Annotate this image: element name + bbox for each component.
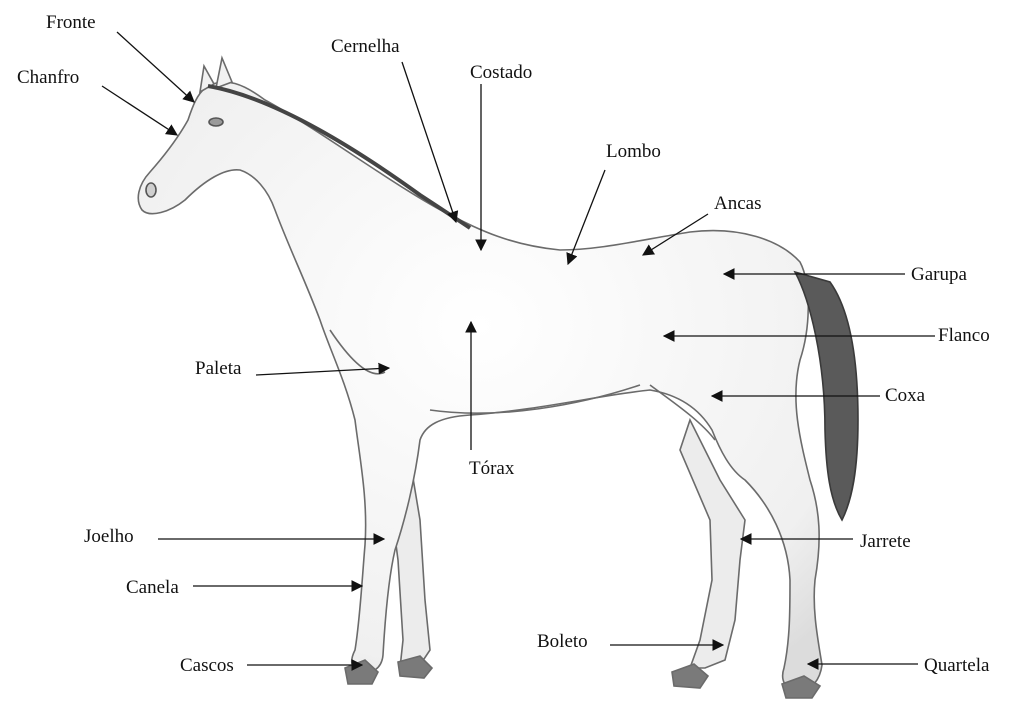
label-fronte: Fronte [46,12,96,34]
label-torax: Tórax [469,458,514,480]
nostril [146,183,156,197]
label-jarrete: Jarrete [860,531,911,553]
label-ancas: Ancas [714,193,761,215]
arrow-chanfro [102,86,177,135]
label-joelho: Joelho [84,526,134,548]
label-cernelha: Cernelha [331,36,400,58]
label-cascos: Cascos [180,655,234,677]
label-boleto: Boleto [537,631,588,653]
label-flanco: Flanco [938,325,990,347]
label-coxa: Coxa [885,385,925,407]
label-paleta: Paleta [195,358,241,380]
label-costado: Costado [470,62,532,84]
label-quartela: Quartela [924,655,989,677]
arrow-fronte [117,32,194,102]
label-garupa: Garupa [911,264,967,286]
label-chanfro: Chanfro [17,67,79,89]
eye [209,118,223,126]
label-canela: Canela [126,577,179,599]
label-lombo: Lombo [606,141,661,163]
horse-figure [138,58,858,698]
ear-right [216,58,232,88]
